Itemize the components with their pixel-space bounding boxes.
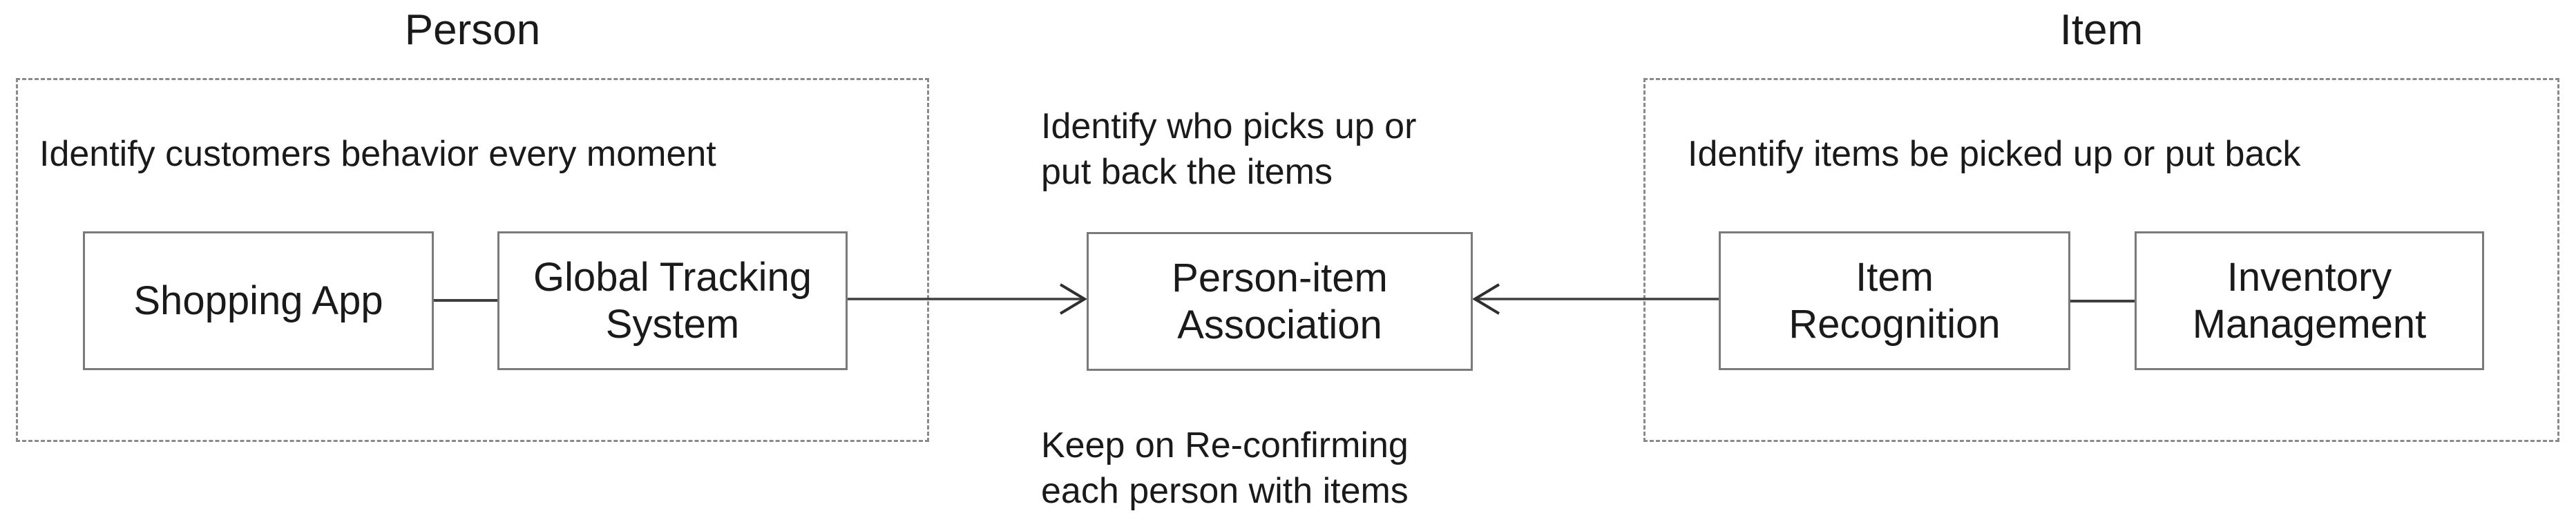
arrowhead-right-icon: [1059, 283, 1087, 315]
node-shopping-app-label: Shopping App: [133, 278, 383, 323]
node-person-item-association: Person-item Association: [1087, 232, 1473, 371]
node-global-tracking-system: Global Tracking System: [497, 231, 848, 370]
node-item-recognition-label: Item Recognition: [1788, 254, 2001, 347]
node-item-recognition: Item Recognition: [1719, 231, 2070, 370]
arrowhead-left-icon: [1472, 283, 1500, 315]
person-group-title: Person: [404, 6, 541, 54]
person-group-annotation: Identify customers behavior every moment: [39, 134, 716, 174]
item-group-title: Item: [2059, 6, 2144, 54]
node-person-item-association-label: Person-item Association: [1172, 255, 1388, 347]
association-annotation-bottom: Keep on Re-confirming each person with i…: [1041, 425, 1409, 511]
node-inventory-management-label: Inventory Management: [2192, 254, 2427, 347]
node-shopping-app: Shopping App: [83, 231, 434, 370]
node-global-tracking-system-label: Global Tracking System: [533, 254, 812, 347]
association-annotation-top: Identify who picks up or put back the it…: [1041, 106, 1417, 192]
item-group-frame: [1643, 78, 2559, 442]
person-group-frame: [16, 78, 929, 442]
item-group-annotation: Identify items be picked up or put back: [1688, 134, 2301, 174]
node-inventory-management: Inventory Management: [2135, 231, 2484, 370]
